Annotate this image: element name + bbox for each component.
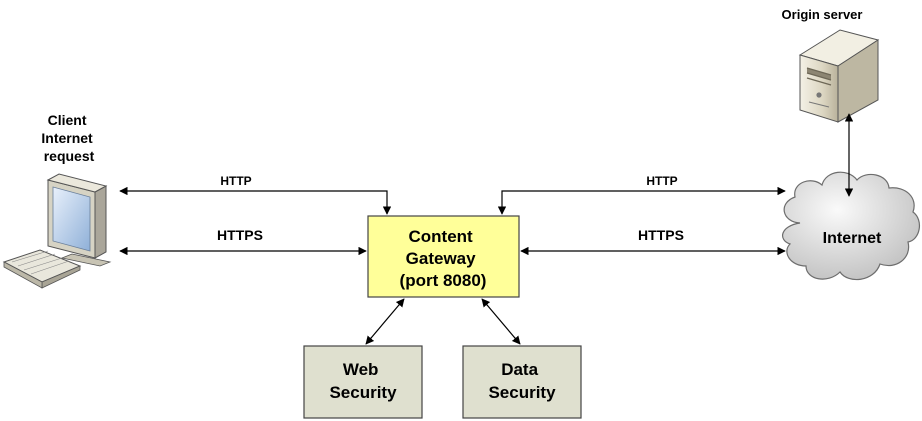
- content-gateway-box: [367, 215, 520, 298]
- data-security-box: [462, 345, 582, 419]
- web-security-box: [303, 345, 423, 419]
- gateway-data-security-link: [481, 298, 521, 345]
- http-right-link: [497, 186, 786, 215]
- desktop-computer-icon: [2, 173, 112, 289]
- https-left-label: HTTPS: [217, 227, 263, 243]
- https-right-label: HTTPS: [638, 227, 684, 243]
- http-left-link: [119, 186, 392, 215]
- internet-label: Internet: [823, 230, 882, 247]
- tower-server-icon: [798, 29, 880, 123]
- http-right-label: HTTP: [646, 174, 677, 188]
- http-left-label: HTTP: [220, 174, 251, 188]
- origin-server-label: Origin server: [782, 7, 863, 22]
- cloud-icon: [782, 171, 921, 281]
- data-security-label: Data Security: [488, 360, 556, 402]
- gateway-web-security-link: [365, 298, 405, 345]
- content-gateway-label: Content Gateway (port 8080): [400, 227, 487, 290]
- web-security-label: Web Security: [329, 360, 397, 402]
- client-label: Client Internet request: [41, 112, 96, 164]
